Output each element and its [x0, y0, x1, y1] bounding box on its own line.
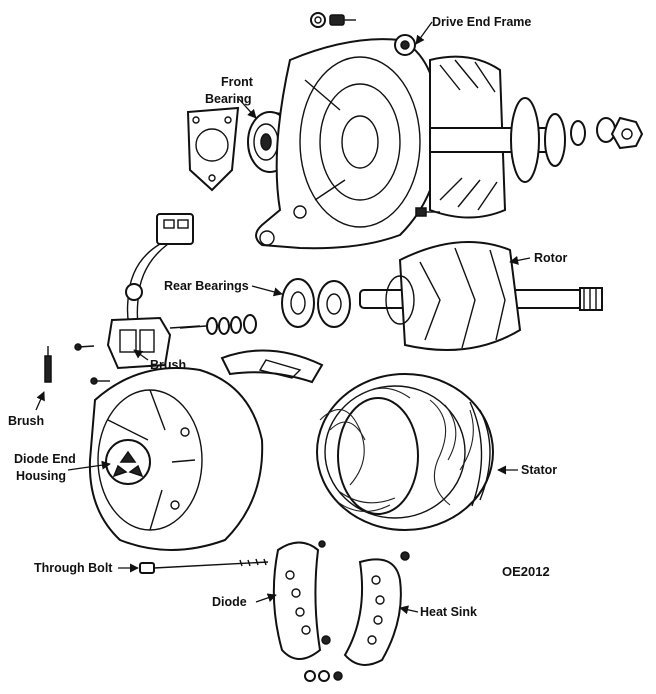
frame-screw [415, 207, 440, 217]
label-front-bearing-line1: Front [221, 75, 254, 89]
rear-bearings-part [281, 278, 351, 328]
label-drive-end-frame: Drive End Frame [432, 15, 531, 29]
drive-end-frame-part [255, 34, 442, 250]
stator-part [316, 373, 494, 531]
label-brush-lower: Brush [8, 414, 44, 428]
through-bolt-part [139, 558, 269, 574]
label-heat-sink: Heat Sink [420, 605, 477, 619]
adjuster-screw-washers [179, 314, 257, 335]
label-front-bearing-line2: Bearing [205, 92, 252, 106]
cover-plate [220, 349, 324, 384]
label-diode-end-housing-line2: Housing [16, 469, 66, 483]
rotor-part [359, 241, 603, 351]
fan-pulley-assembly [429, 55, 644, 219]
label-diode: Diode [212, 595, 247, 609]
bottom-washer-group [304, 670, 343, 682]
heat-sink-part [321, 551, 410, 666]
label-stator: Stator [521, 463, 557, 477]
diode-plate-part [272, 540, 326, 660]
loose-brush-part [44, 346, 52, 383]
label-rotor: Rotor [534, 251, 567, 265]
gasket-plate [186, 106, 240, 192]
label-brush-upper: Brush [150, 358, 186, 372]
top-bolt-washer-group [310, 12, 356, 28]
connector-harness [125, 213, 194, 336]
figure-code: OE2012 [502, 564, 550, 579]
diode-end-housing-part [88, 367, 264, 551]
label-rear-bearings: Rear Bearings [164, 279, 249, 293]
label-diode-end-housing-line1: Diode End [14, 452, 76, 466]
label-through-bolt: Through Bolt [34, 561, 113, 575]
leader-lines [35, 21, 531, 615]
